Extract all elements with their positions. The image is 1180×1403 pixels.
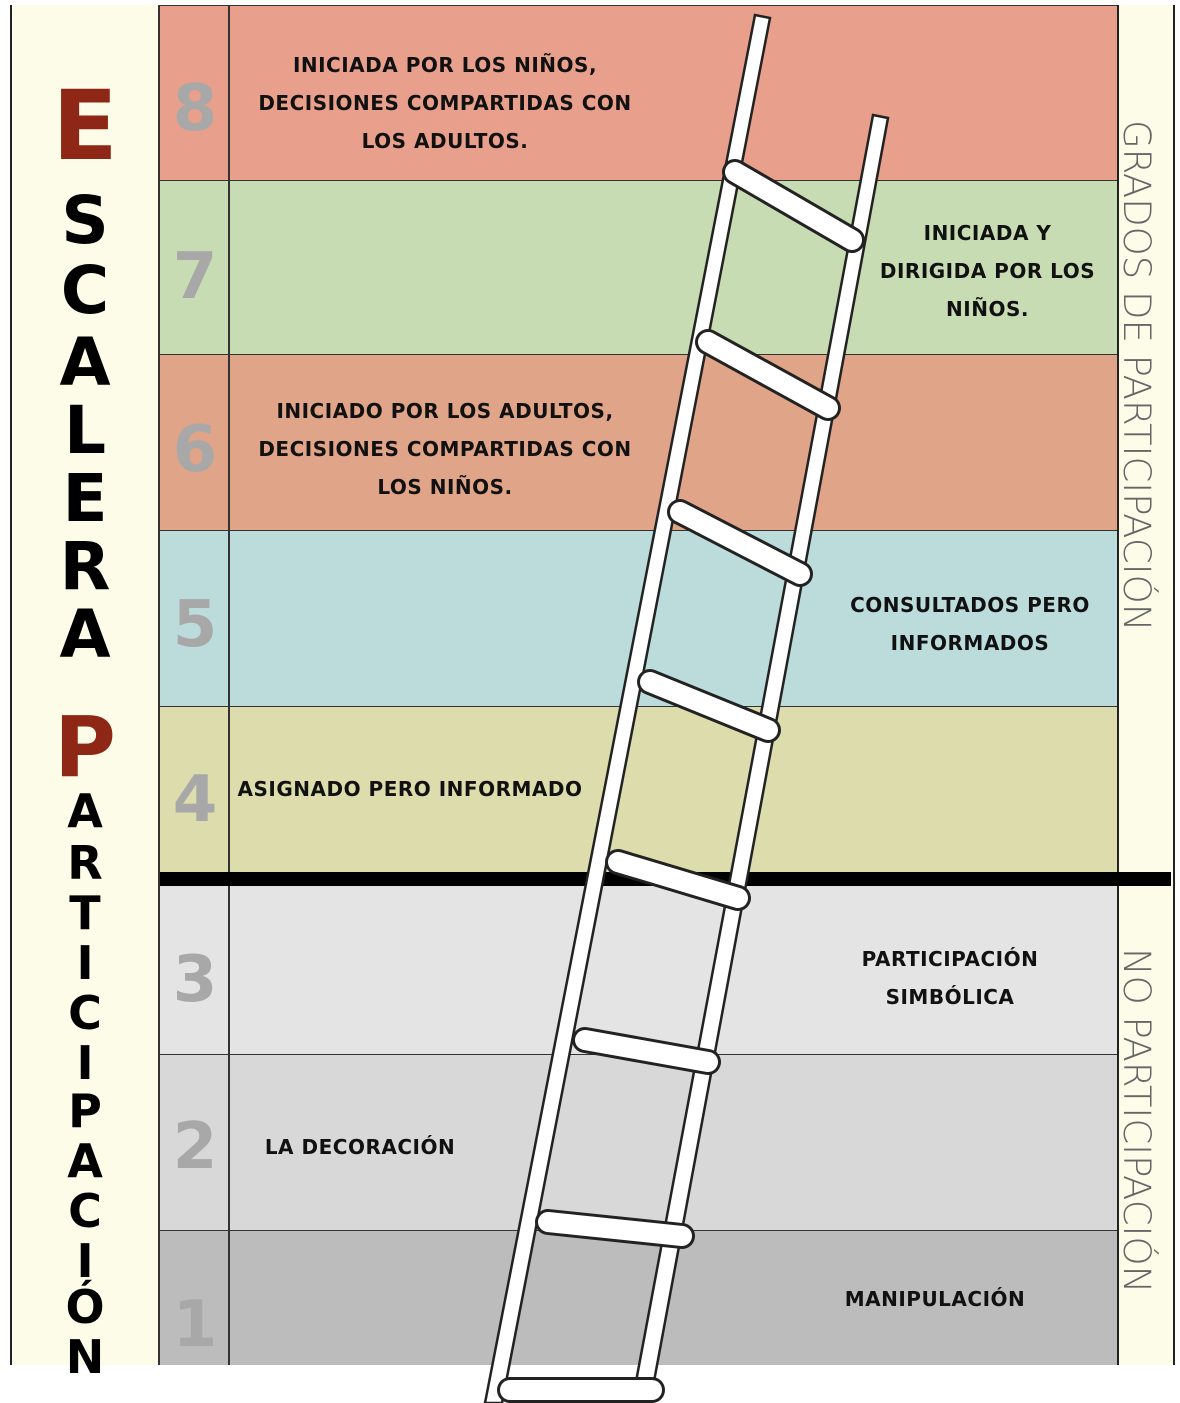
ladder-step-fill (698, 332, 838, 418)
rung-number-8: 8 (172, 72, 218, 146)
title-letter: A (67, 784, 103, 838)
rung-number-6: 6 (172, 413, 218, 487)
title-letter: T (69, 886, 101, 940)
rung-number-4: 4 (172, 763, 218, 837)
rung-label-line: INICIADA Y (923, 221, 1052, 245)
title-letter: I (76, 936, 94, 990)
rung-band-2 (160, 1054, 1117, 1230)
rung-label-line: INICIADO POR LOS ADULTOS, (276, 399, 614, 423)
title-letter: R (59, 528, 111, 605)
rung-band-4 (160, 706, 1117, 882)
ladder-step-fill (538, 1212, 692, 1246)
rung-label-line: LOS ADULTOS. (361, 129, 529, 153)
rung-label-line: MANIPULACIÓN (844, 1287, 1026, 1311)
rung-label-1: MANIPULACIÓN (820, 1280, 1050, 1318)
title-letter: P (68, 1084, 102, 1138)
band-left-border (158, 5, 160, 1365)
number-column-divider (228, 5, 230, 1365)
title-initial-p: P (54, 698, 116, 796)
rung-number-2: 2 (172, 1110, 218, 1184)
rung-label-3: PARTICIPACIÓN SIMBÓLICA (845, 940, 1055, 1016)
rung-label-line: LA DECORACIÓN (264, 1135, 456, 1159)
rung-label-line: PARTICIPACIÓN (861, 947, 1039, 971)
title-letter: C (60, 252, 110, 329)
title-initial-e: E (52, 70, 118, 182)
title-letter: I (76, 1036, 94, 1090)
rung-label-4: ASIGNADO PERO INFORMADO (230, 770, 590, 808)
rung-label-line: INICIADA POR LOS NIÑOS, (292, 53, 598, 77)
ladder-step-fill (575, 1030, 718, 1072)
title-letter: L (63, 392, 107, 469)
title-letter: C (68, 986, 102, 1040)
rung-number-3: 3 (172, 943, 218, 1017)
title-letter: N (65, 1330, 105, 1384)
rung-label-line: CONSULTADOS PERO (850, 593, 1090, 617)
rung-label-line: ASIGNADO PERO INFORMADO (237, 777, 583, 801)
ladder-step-fill (670, 502, 810, 584)
ladder-right-rail (630, 113, 890, 1403)
title-letter: Ó (65, 1280, 105, 1334)
rung-number-7: 7 (172, 240, 218, 314)
rung-label-line: DIRIGIDA POR LOS (879, 259, 1096, 283)
ladder-left-rail (483, 13, 772, 1403)
ladder-step-fill (725, 162, 862, 250)
title-column (10, 5, 162, 1365)
rung-label-line: NIÑOS. (946, 297, 1029, 321)
rung-number-5: 5 (172, 588, 218, 662)
rung-label-6: INICIADO POR LOS ADULTOS, DECISIONES COMP… (230, 392, 660, 506)
rung-label-8: INICIADA POR LOS NIÑOS, DECISIONES COMPAR… (230, 46, 660, 160)
rung-label-line: DECISIONES COMPARTIDAS CON (258, 437, 632, 461)
rung-number-1: 1 (172, 1288, 218, 1362)
rung-band-3 (160, 882, 1117, 1054)
title-letter: A (59, 596, 111, 673)
title-letter: A (67, 1134, 103, 1188)
rung-label-7: INICIADA Y DIRIGIDA POR LOS NIÑOS. (860, 214, 1115, 328)
rung-label-line: LOS NIÑOS. (377, 475, 513, 499)
title-letter: R (67, 836, 103, 890)
title-letter: S (61, 182, 109, 259)
rung-label-5: CONSULTADOS PERO INFORMADOS (840, 586, 1100, 662)
rung-label-line: SIMBÓLICA (885, 985, 1015, 1009)
rung-band-8 (160, 5, 1117, 180)
rung-label-2: LA DECORACIÓN (245, 1128, 475, 1166)
ladder-step-fill (640, 672, 778, 740)
title-letter: I (76, 1234, 94, 1288)
rung-label-line: INFORMADOS (890, 631, 1050, 655)
title-letter: C (68, 1184, 102, 1238)
rung-band-6 (160, 354, 1117, 530)
title-letter: A (59, 324, 111, 401)
rung-label-line: DECISIONES COMPARTIDAS CON (258, 91, 632, 115)
rung-band-1 (160, 1230, 1117, 1365)
ladder-step-fill (608, 852, 748, 908)
title-letter: E (62, 460, 108, 537)
side-label-column (1117, 5, 1175, 1365)
rung-band-7 (160, 180, 1117, 354)
